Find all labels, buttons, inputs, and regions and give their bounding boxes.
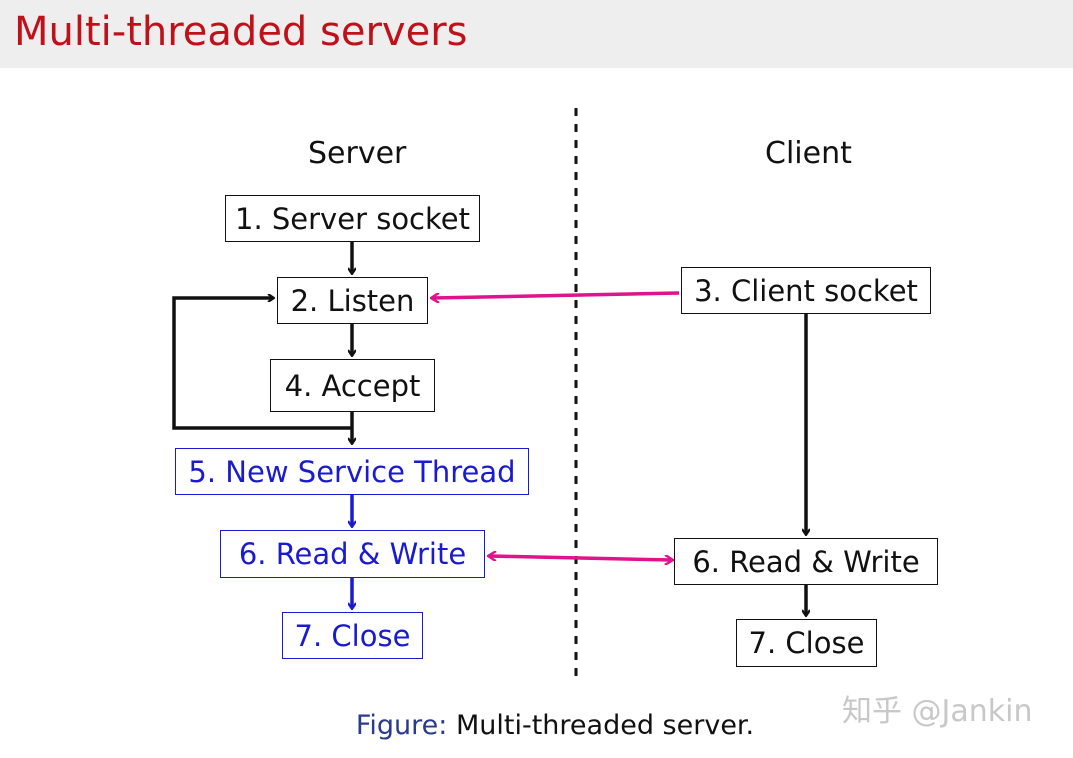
figure-caption: Figure: Multi-threaded server. (0, 708, 1073, 744)
listen-box: 2. Listen (277, 277, 428, 324)
accept-box: 4. Accept (270, 359, 435, 412)
server-close-box: 7. Close (282, 612, 423, 659)
watermark: 知乎 @Jankin (842, 694, 1033, 729)
data-exchange-arrow (489, 556, 672, 560)
server-read-write-box: 6. Read & Write (220, 530, 485, 578)
caption-text: Multi-threaded server. (455, 710, 755, 741)
server-column-label: Server (308, 136, 407, 171)
client-socket-box: 3. Client socket (681, 267, 931, 314)
client-column-label: Client (765, 136, 852, 171)
client-read-write-box: 6. Read & Write (674, 538, 938, 585)
arrow-loop-back-to-listen (172, 298, 352, 430)
slide-header: Multi-threaded servers (0, 0, 1073, 68)
caption-label: Figure: (355, 710, 448, 741)
new-service-thread-box: 5. New Service Thread (175, 448, 529, 495)
client-close-box: 7. Close (736, 619, 877, 667)
slide-title: Multi-threaded servers (14, 9, 468, 55)
connect-arrow (432, 291, 680, 298)
server-socket-box: 1. Server socket (225, 195, 480, 242)
